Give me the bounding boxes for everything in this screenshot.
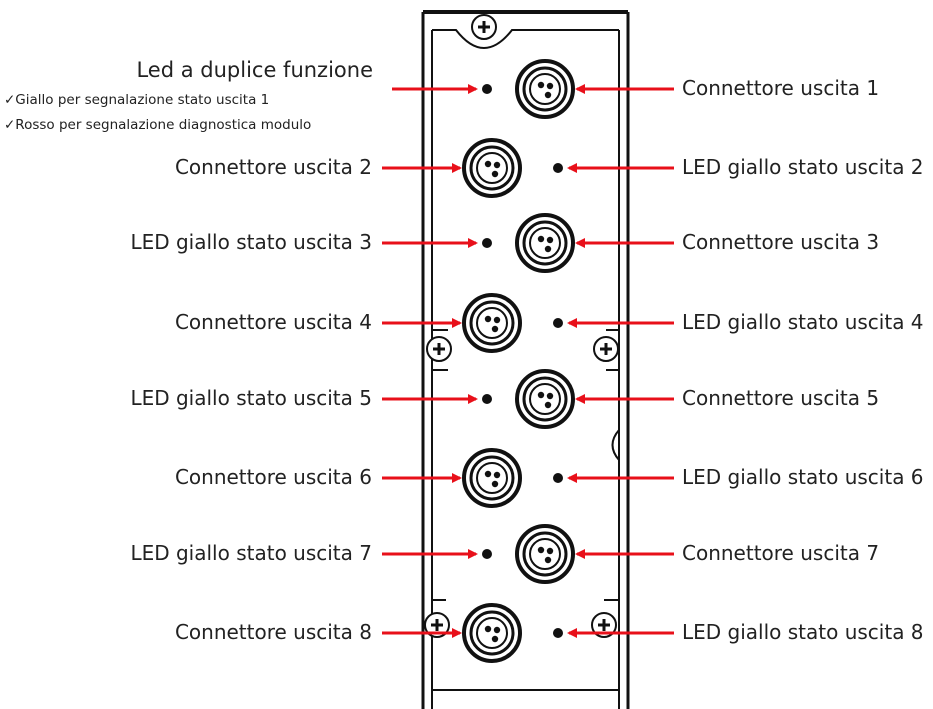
led-4 [553, 318, 563, 328]
led-5 [482, 394, 492, 404]
screw-bottom-left [424, 612, 450, 638]
led-note-point-red: ✓Rosso per segnalazione diagnostica modu… [4, 117, 312, 133]
led-1 [482, 84, 492, 94]
arrows-group [382, 84, 674, 638]
led-2 [553, 163, 563, 173]
label-left-5: LED giallo stato uscita 5 [130, 386, 372, 410]
led-6 [553, 473, 563, 483]
connector-7 [515, 524, 575, 584]
label-left-3: LED giallo stato uscita 3 [130, 230, 372, 254]
led-note-title: Led a duplice funzione [136, 58, 373, 82]
label-left-4: Connettore uscita 4 [174, 310, 372, 334]
connector-4 [462, 293, 522, 353]
label-right-7: Connettore uscita 7 [682, 541, 880, 565]
led-8 [553, 628, 563, 638]
led-7 [482, 549, 492, 559]
connector-8 [462, 603, 522, 663]
label-right-6: LED giallo stato uscita 6 [682, 465, 924, 489]
label-left-7: LED giallo stato uscita 7 [130, 541, 372, 565]
label-right-2: LED giallo stato uscita 2 [682, 155, 924, 179]
leds-group [482, 84, 563, 638]
module-housing [421, 10, 630, 709]
label-left-8: Connettore uscita 8 [174, 620, 372, 644]
label-right-8: LED giallo stato uscita 8 [682, 620, 924, 644]
label-right-4: LED giallo stato uscita 4 [682, 310, 924, 334]
label-left-2: Connettore uscita 2 [174, 155, 372, 179]
connector-6 [462, 448, 522, 508]
label-right-1: Connettore uscita 1 [682, 76, 880, 100]
led-3 [482, 238, 492, 248]
screw-bottom-right [591, 612, 617, 638]
connector-1 [515, 59, 575, 119]
connector-2 [462, 138, 522, 198]
label-left-6: Connettore uscita 6 [174, 465, 372, 489]
connector-3 [515, 213, 575, 273]
connector-5 [515, 369, 575, 429]
label-right-5: Connettore uscita 5 [682, 386, 880, 410]
led-note-point-yellow: ✓Giallo per segnalazione stato uscita 1 [4, 92, 270, 108]
label-right-3: Connettore uscita 3 [682, 230, 880, 254]
screw-top [471, 14, 497, 40]
screw-mid-right [593, 336, 619, 362]
connectors-group [462, 59, 575, 663]
screw-mid-left [426, 336, 452, 362]
